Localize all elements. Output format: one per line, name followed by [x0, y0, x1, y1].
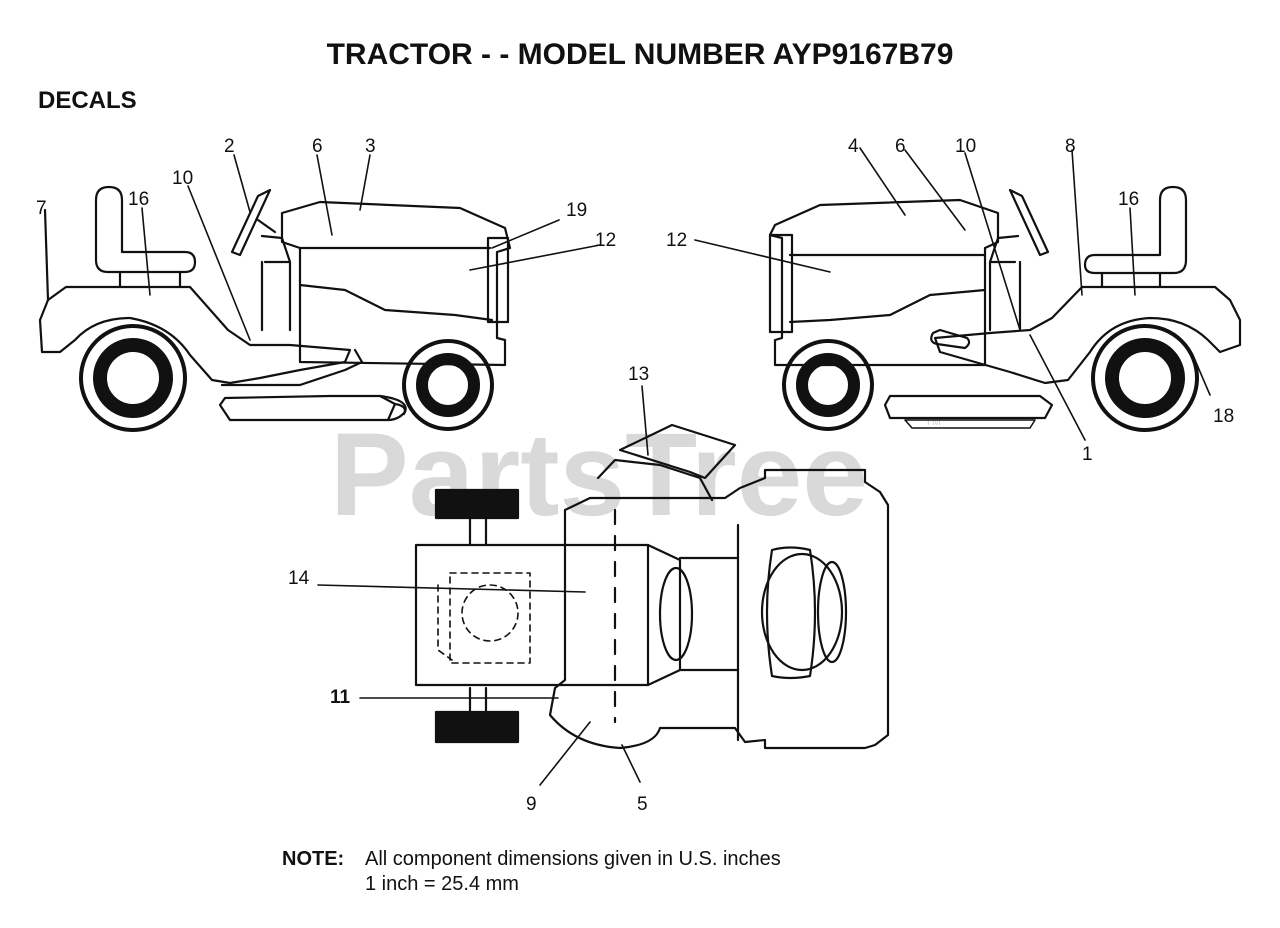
- callout-16-right: 16: [1118, 189, 1139, 210]
- callout-5: 5: [637, 794, 648, 815]
- callout-14: 14: [288, 568, 310, 589]
- callout-10-left: 10: [172, 168, 193, 189]
- section-heading: DECALS: [38, 87, 137, 114]
- callout-leaders: [141, 147, 1211, 786]
- callout-6-right: 6: [895, 136, 906, 157]
- callout-18: 18: [1213, 406, 1234, 427]
- callout-11: 11: [330, 687, 351, 708]
- callout-19: 19: [566, 200, 587, 221]
- callout-16-left: 16: [128, 189, 149, 210]
- tractor-top-view: [414, 423, 890, 750]
- callout-9: 9: [526, 794, 537, 815]
- callout-7: 7: [36, 198, 47, 219]
- tractor-left-view: [38, 185, 512, 432]
- callout-labels: 7 16 10 2 6 3 19 12 4 6 10 8 16 12 18 1 …: [36, 136, 1234, 815]
- callout-10-right: 10: [955, 136, 976, 157]
- note-label: NOTE:: [282, 848, 345, 870]
- callout-12-left: 12: [595, 230, 616, 251]
- watermark: PartsTree: [330, 409, 868, 541]
- callout-8: 8: [1065, 136, 1076, 157]
- note-line-2: 1 inch = 25.4 mm: [365, 873, 519, 895]
- page-title: TRACTOR - - MODEL NUMBER AYP9167B79: [326, 38, 954, 71]
- tractor-right-view: [768, 185, 1242, 432]
- callout-1: 1: [1082, 444, 1093, 465]
- callout-6-left: 6: [312, 136, 323, 157]
- callout-13: 13: [628, 364, 649, 385]
- callout-4: 4: [848, 136, 859, 157]
- callout-12-right: 12: [666, 230, 687, 251]
- callout-2: 2: [224, 136, 235, 157]
- note-line-1: All component dimensions given in U.S. i…: [365, 848, 781, 870]
- callout-3: 3: [365, 136, 376, 157]
